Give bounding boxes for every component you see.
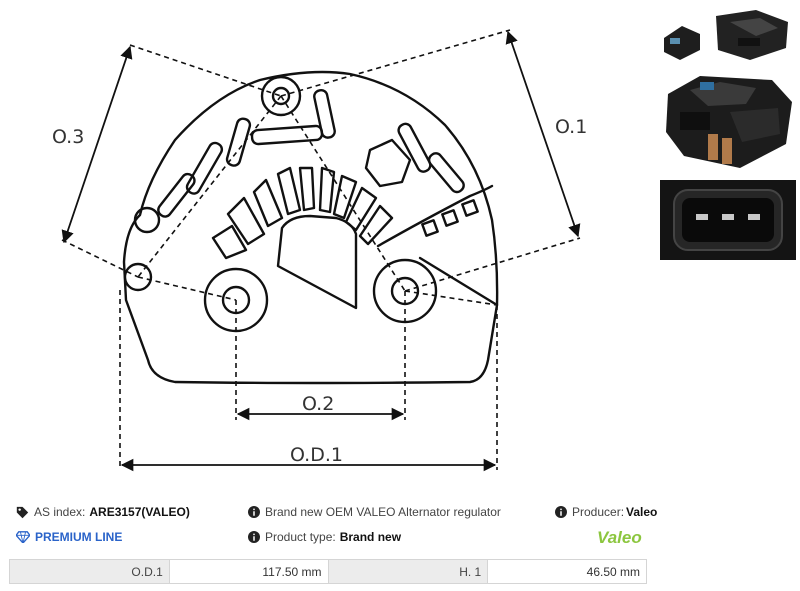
dim-label-o2: O.2 xyxy=(302,393,334,415)
spec-key-h1: H. 1 xyxy=(327,559,489,584)
premium-line-row: PREMIUM LINE xyxy=(16,525,122,549)
product-photo-gallery xyxy=(660,8,796,260)
as-index-row: AS index: ARE3157(VALEO) xyxy=(16,500,190,524)
producer-label: Producer: xyxy=(572,505,625,519)
info-icon xyxy=(248,531,260,543)
spec-value-h1: 46.50 mm xyxy=(487,559,647,584)
product-type-label: Product type: xyxy=(265,530,336,544)
product-photo-3[interactable] xyxy=(660,180,796,260)
table-row: O.D.1 117.50 mm H. 1 46.50 mm xyxy=(9,559,647,584)
diamond-icon xyxy=(16,531,30,543)
technical-drawing: O.3 O.1 O.2 O.D.1 xyxy=(52,29,587,472)
producer-value: Valeo xyxy=(626,505,658,519)
dim-label-o3: O.3 xyxy=(52,126,84,148)
description-row: Brand new OEM VALEO Alternator regulator xyxy=(248,500,501,524)
info-icon xyxy=(248,506,260,518)
premium-line-badge: PREMIUM LINE xyxy=(35,530,123,544)
svg-text:Valeo: Valeo xyxy=(597,528,642,547)
valeo-logo: Valeo xyxy=(596,526,652,548)
tag-icon xyxy=(16,506,29,519)
housing-outline xyxy=(122,70,499,385)
product-info: AS index: ARE3157(VALEO) Brand new OEM V… xyxy=(12,500,657,550)
spec-value-od1: 117.50 mm xyxy=(168,559,329,584)
product-type-row: Product type: Brand new xyxy=(248,525,401,549)
product-type-value: Brand new xyxy=(339,530,402,544)
producer-row: Producer: Valeo xyxy=(555,500,657,524)
dim-label-o1: O.1 xyxy=(555,116,587,138)
spec-key-od1: O.D.1 xyxy=(9,559,170,584)
as-index-label: AS index: xyxy=(34,505,86,519)
dim-label-od1: O.D.1 xyxy=(290,444,343,466)
product-description: Brand new OEM VALEO Alternator regulator xyxy=(265,505,501,519)
product-photo-1[interactable] xyxy=(660,8,796,64)
product-photo-2[interactable] xyxy=(660,72,796,172)
as-index-value[interactable]: ARE3157(VALEO) xyxy=(89,505,190,519)
spec-table: O.D.1 117.50 mm H. 1 46.50 mm xyxy=(9,559,647,584)
info-icon xyxy=(555,506,567,518)
